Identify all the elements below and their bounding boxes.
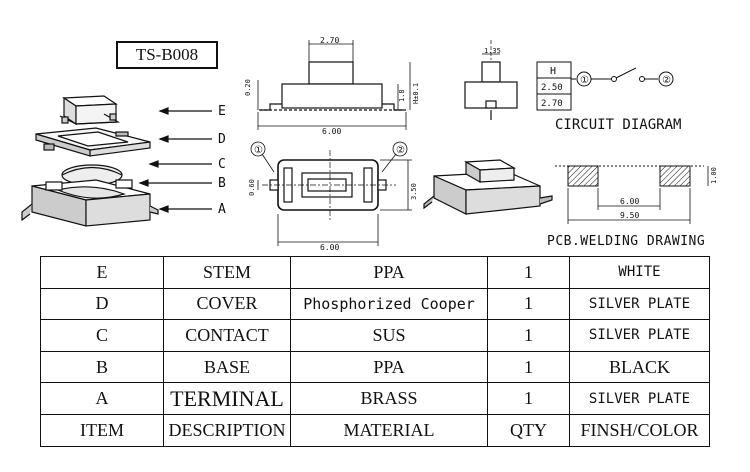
bom-table: E STEM PPA 1 WHITE D COVER Phosphorized …: [40, 256, 710, 447]
bom-row-c: C CONTACT SUS 1 SILVER PLATE: [40, 319, 710, 352]
bom-material: PPA: [290, 256, 488, 289]
front-view: [259, 61, 406, 111]
bom-header-qty: QTY: [487, 413, 570, 447]
bom-header-material: MATERIAL: [290, 413, 488, 447]
dim-body-width: 6.00: [320, 243, 339, 252]
isometric-view: [423, 159, 553, 215]
dim-body-height: 3.50: [410, 183, 418, 200]
exploded-label-a: A: [218, 202, 227, 217]
bom-qty: 1: [487, 287, 570, 321]
exploded-view: [21, 95, 159, 227]
bom-material: Phosphorized Cooper: [290, 287, 488, 321]
bom-item: A: [40, 382, 164, 415]
bom-qty: 1: [487, 382, 570, 415]
height-table: [536, 61, 572, 111]
circuit-diagram-label: CIRCUIT DIAGRAM: [555, 117, 681, 133]
bom-item: D: [40, 287, 164, 321]
bom-header-finish: FINSH/COLOR: [569, 413, 710, 447]
exploded-label-c: C: [218, 157, 227, 172]
bom-description: CONTACT: [163, 319, 291, 352]
bom-qty: 1: [487, 319, 570, 352]
dim-height-1: 1.8: [398, 89, 406, 102]
bom-header-description: DESCRIPTION: [163, 413, 291, 447]
bom-item: E: [40, 256, 164, 289]
bom-material: PPA: [290, 350, 488, 384]
bom-qty: 1: [487, 350, 570, 384]
exploded-label-d: D: [218, 132, 227, 147]
circuit-node-2: ②: [662, 75, 671, 86]
top-view-dims: [250, 141, 412, 246]
bom-finish: BLACK: [569, 350, 710, 384]
bom-row-d: D COVER Phosphorized Cooper 1 SILVER PLA…: [40, 287, 710, 321]
top-view: [262, 150, 396, 220]
dim-total-length: 6.00: [322, 127, 341, 136]
pcb-pads: [555, 165, 704, 187]
exploded-label-e: E: [218, 104, 227, 119]
part-number-title: TS-B008: [116, 41, 218, 69]
bom-finish: SILVER PLATE: [569, 287, 710, 321]
bom-description: BASE: [163, 350, 291, 384]
dim-height-2: H±0.1: [412, 83, 420, 104]
front-view-dims: [257, 40, 411, 130]
dim-top-width: 2.70: [320, 36, 339, 45]
bom-item: C: [40, 319, 164, 352]
dim-pcb-inner: 6.00: [620, 197, 639, 206]
bom-material: BRASS: [290, 382, 488, 415]
height-table-header: H: [550, 66, 556, 77]
bom-header-item: ITEM: [40, 413, 164, 447]
dim-left-small: 0.20: [244, 79, 252, 96]
bom-finish: SILVER PLATE: [569, 319, 710, 352]
bom-row-e: E STEM PPA 1 WHITE: [40, 256, 710, 289]
pcb-welding-label: PCB.WELDING DRAWING: [547, 234, 706, 249]
bom-finish: WHITE: [569, 256, 710, 289]
bom-qty: 1: [487, 256, 570, 289]
side-view: [464, 40, 518, 120]
bom-header-row: ITEM DESCRIPTION MATERIAL QTY FINSH/COLO…: [40, 413, 710, 447]
dim-side-stem: 1.35: [484, 47, 501, 55]
dim-pcb-pad: 1.00: [710, 167, 718, 184]
bom-description: COVER: [163, 287, 291, 321]
circuit-node-1: ①: [580, 75, 589, 86]
bom-item: B: [40, 350, 164, 384]
terminal-1-marker: ①: [254, 145, 263, 156]
leader-arrows: [138, 107, 212, 213]
bom-description: STEM: [163, 256, 291, 289]
dim-pcb-outer: 9.50: [620, 211, 639, 220]
bom-material: SUS: [290, 319, 488, 352]
height-table-row-1: 2.50: [541, 83, 563, 93]
dim-pin-width: 0.60: [248, 179, 256, 196]
circuit-symbol: [571, 67, 674, 87]
bom-description: TERMINAL: [163, 382, 291, 415]
terminal-2-marker: ②: [396, 145, 405, 156]
bom-row-b: B BASE PPA 1 BLACK: [40, 350, 710, 384]
height-table-row-2: 2.70: [541, 99, 563, 109]
exploded-label-b: B: [218, 176, 227, 191]
bom-row-a: A TERMINAL BRASS 1 SILVER PLATE: [40, 382, 710, 415]
bom-finish: SILVER PLATE: [569, 382, 710, 415]
pcb-dims: [567, 166, 709, 224]
